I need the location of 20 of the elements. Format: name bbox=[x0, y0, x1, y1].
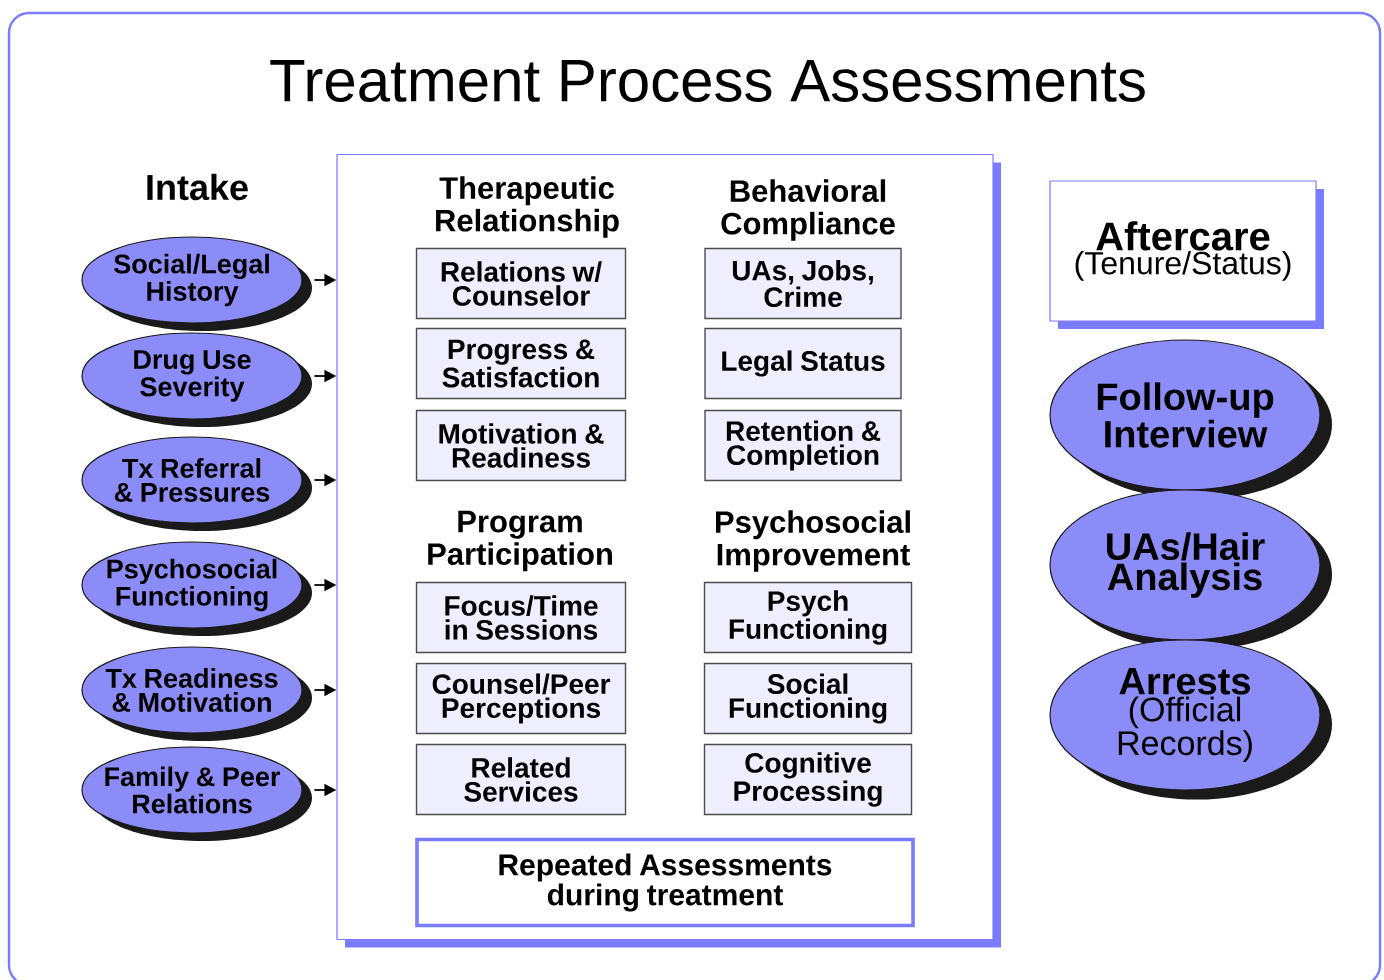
measure-box: Retention & Completion bbox=[704, 409, 902, 482]
measure-box: Related Services bbox=[415, 743, 627, 816]
category-heading: Behavioral Compliance bbox=[721, 179, 895, 241]
category-heading: Program Participation bbox=[428, 510, 612, 572]
category-heading: Therapeutic Relationship bbox=[436, 176, 619, 238]
measure-box: Social Functioning bbox=[703, 662, 913, 735]
title: Treatment Process Assessments bbox=[270, 60, 1145, 102]
measure-box: Motivation & Readiness bbox=[415, 409, 627, 482]
measure-box: UAs, Jobs, Crime bbox=[704, 247, 902, 320]
intake-heading: Intake bbox=[147, 173, 248, 201]
aftercare-box: Aftercare (Tenure/Status) bbox=[1049, 180, 1324, 329]
measure-box: Psych Functioning bbox=[703, 581, 913, 654]
measure-box: Focus/Time in Sessions bbox=[415, 581, 627, 654]
measure-box: Progress & Satisfaction bbox=[415, 327, 627, 400]
measure-box: Counsel/Peer Perceptions bbox=[415, 662, 627, 735]
repeated-assessments-box: Repeated Assessments during treatment bbox=[415, 837, 915, 928]
measure-box: Legal Status bbox=[704, 327, 902, 400]
measure-box: Cognitive Processing bbox=[703, 743, 913, 816]
measure-box: Relations w/ Counselor bbox=[415, 247, 627, 320]
category-heading: Psychosocial Improvement bbox=[716, 510, 910, 572]
